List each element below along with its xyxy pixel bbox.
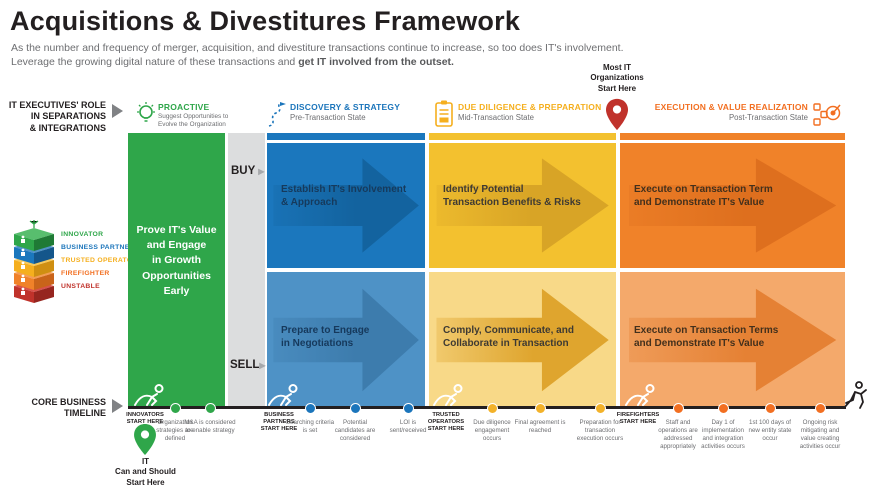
subtitle-line1: As the number and frequency of merger, a…: [11, 42, 624, 54]
phase-discovery-sublabel: Pre-Transaction State: [290, 113, 366, 122]
buy-arrow-icon: ▶: [258, 167, 265, 176]
role-unstable-label: UNSTABLE: [61, 283, 100, 290]
role-firefighter-label: FIREFIGHTER: [61, 270, 110, 277]
sell-arrow-icon: ▶: [259, 361, 266, 370]
start-business-partners-label: Business Partners Start Here: [260, 412, 298, 433]
discovery-header-strip: [267, 133, 425, 140]
cell-sell-execution-text: Execute on Transaction Terms and Demonst…: [634, 325, 779, 349]
winding-path-icon: [268, 102, 286, 127]
start-innovators-label: Innovators Start Here: [126, 412, 164, 426]
milestone-label: LOI is sent/received: [389, 419, 427, 435]
subtitle-line2-bold: get IT involved from the outset.: [298, 56, 454, 69]
cell-buy-execution: Execute on Transaction Term and Demonstr…: [620, 143, 845, 268]
page-subtitle: As the number and frequency of merger, a…: [11, 41, 841, 69]
timeline-axis-label: CORE BUSINESS TIMELINE: [31, 397, 106, 419]
most-it-start-label: Most IT Organizations Start Here: [590, 63, 644, 93]
milestone-label: Due diligence engagement occurs: [473, 419, 511, 443]
cell-buy-discovery-text: Establish IT's Involvement & Approach: [281, 184, 407, 208]
target-boxes-icon: [813, 103, 841, 126]
clipboard-icon: [435, 100, 453, 127]
milestone-label: M&A is considered to enable strategy: [184, 419, 236, 435]
role-innovator-label: INNOVATOR: [61, 231, 104, 238]
proactive-column: Prove IT's Value and Engage in Growth Op…: [128, 133, 225, 408]
execution-header-strip: [620, 133, 845, 140]
timeline-dot: [718, 403, 729, 414]
timeline-dot: [403, 403, 414, 414]
milestone-label: Preparation for transaction execution oc…: [576, 419, 624, 443]
milestone-label: Searching criteria is set: [285, 419, 335, 435]
it-start-pin-icon: [134, 424, 156, 455]
milestone-label: Organization strategies are defined: [156, 419, 194, 443]
phase-execution-label: EXECUTION & VALUE REALIZATION: [654, 102, 808, 112]
buy-label: BUY ▶: [231, 165, 265, 177]
phase-diligence-sublabel: Mid-Transaction State: [458, 113, 534, 122]
role-business-partner-label: BUSINESS PARTNER: [61, 244, 135, 251]
timeline-dot: [205, 403, 216, 414]
sprinter-icon: [134, 384, 164, 406]
milestone-label: Staff and operations are addressed appro…: [658, 419, 698, 451]
sprinter-icon: [268, 384, 298, 406]
cell-sell-diligence: Comply, Communicate, and Collaborate in …: [429, 272, 616, 408]
milestone-label: Ongoing risk mitigating and value creati…: [799, 419, 841, 451]
start-trusted-operators-label: Trusted Operators Start Here: [427, 412, 465, 433]
buy-sell-divider-column: BUY ▶ SELL▶: [228, 133, 266, 408]
cell-buy-execution-text: Execute on Transaction Term and Demonstr…: [634, 184, 773, 208]
phase-diligence-label: DUE DILIGENCE & PREPARATION: [458, 102, 602, 112]
cell-sell-execution: Execute on Transaction Terms and Demonst…: [620, 272, 845, 408]
sprinter-icon: [625, 384, 655, 406]
timeline-arrow-triangle: [112, 399, 123, 413]
timeline-dot: [170, 403, 181, 414]
cell-buy-diligence-text: Identify Potential Transaction Benefits …: [443, 184, 581, 208]
cell-buy-diligence: Identify Potential Transaction Benefits …: [429, 143, 616, 268]
timeline-dot: [535, 403, 546, 414]
milestone-label: Day 1 of implementation and integration …: [701, 419, 745, 451]
cell-sell-discovery: Prepare to Engage in Negotiations: [267, 272, 425, 408]
lightbulb-icon: [137, 102, 156, 122]
role-arrow-triangle: [112, 104, 123, 118]
timeline-dot: [305, 403, 316, 414]
it-start-label: IT Can and Should Start Here: [115, 457, 176, 487]
most-it-pin-icon: [606, 98, 628, 131]
cell-sell-diligence-text: Comply, Communicate, and Collaborate in …: [443, 325, 574, 349]
start-firefighters-label: Firefighters Start Here: [616, 412, 660, 426]
diligence-header-strip: [429, 133, 616, 140]
milestone-label: Final agreement is reached: [514, 419, 566, 435]
sprinter-icon: [433, 384, 463, 406]
runner-icon: [843, 381, 867, 409]
role-trusted-operator-label: TRUSTED OPERATOR: [61, 257, 138, 264]
phase-proactive-sublabel: Suggest Opportunities to Evolve the Orga…: [158, 113, 229, 128]
subtitle-line2: Leverage the growing digital nature of t…: [11, 56, 299, 69]
milestone-label: 1st 100 days of new entity state occur: [748, 419, 792, 443]
role-axis-label: IT EXECUTIVES' ROLE IN SEPARATIONS & INT…: [8, 100, 106, 133]
cell-buy-discovery: Establish IT's Involvement & Approach: [267, 143, 425, 268]
phase-proactive-label: PROACTIVE: [158, 102, 210, 112]
antenna-icon: [29, 220, 39, 228]
timeline-dot: [487, 403, 498, 414]
milestone-label: Potential candidates are considered: [334, 419, 376, 443]
phase-discovery-label: DISCOVERY & STRATEGY: [290, 102, 401, 112]
timeline-dot: [765, 403, 776, 414]
cell-sell-discovery-text: Prepare to Engage in Negotiations: [281, 325, 370, 349]
phase-execution-sublabel: Post-Transaction State: [728, 113, 808, 122]
proactive-cell-text: Prove IT's Value and Engage in Growth Op…: [136, 224, 217, 297]
timeline-dot: [815, 403, 826, 414]
stack-face-icons: [21, 235, 25, 295]
timeline-dot: [595, 403, 606, 414]
it-maturity-stack: [14, 220, 54, 303]
timeline-dot: [673, 403, 684, 414]
timeline-dot: [350, 403, 361, 414]
sell-label: SELL▶: [230, 359, 266, 371]
page-title: Acquisitions & Divestitures Framework: [10, 6, 521, 36]
